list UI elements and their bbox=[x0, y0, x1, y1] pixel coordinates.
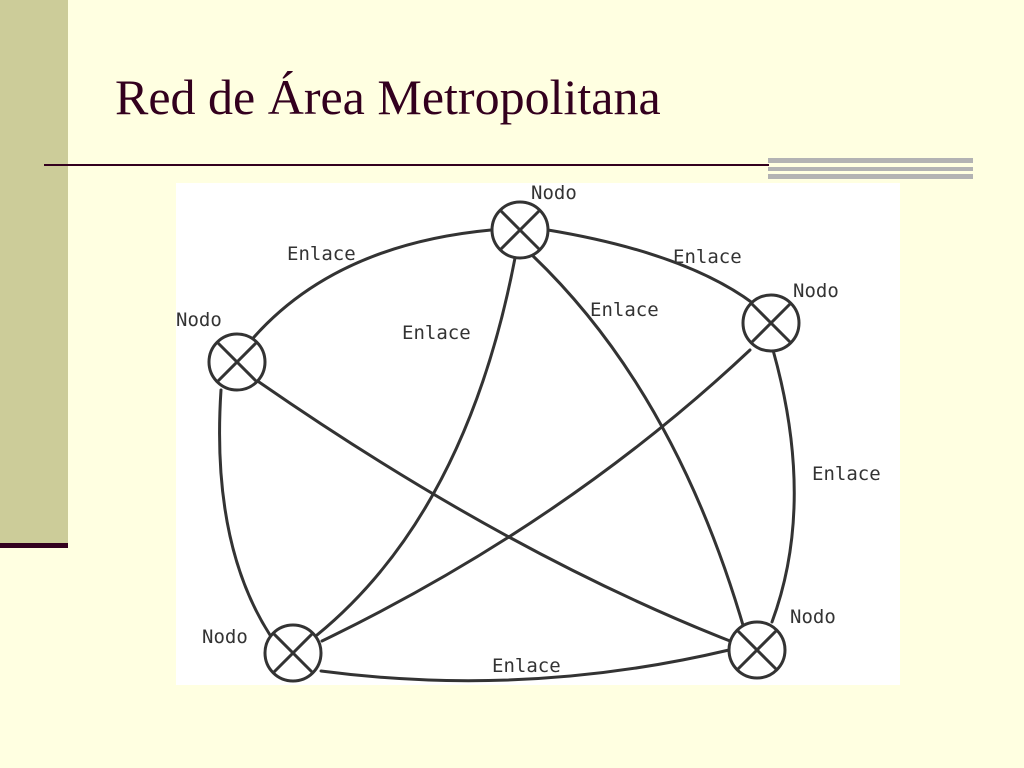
crossed-circle-icon bbox=[735, 628, 779, 672]
crossed-circle-icon bbox=[271, 631, 315, 675]
node-lower-right bbox=[727, 620, 787, 680]
node-top bbox=[490, 200, 550, 260]
node-upper-left-label: Nodo bbox=[176, 309, 222, 331]
accent-stripe-top bbox=[768, 158, 973, 163]
accent-stripe-middle bbox=[768, 167, 973, 171]
link-lower-left-lower-right bbox=[319, 648, 731, 683]
link-top-lower-right-label: Enlace bbox=[590, 299, 659, 321]
link-top-upper-left-label: Enlace bbox=[287, 243, 356, 265]
link-upper-right-lower-right bbox=[770, 348, 796, 624]
node-upper-right-label: Nodo bbox=[793, 280, 839, 302]
node-top-label: Nodo bbox=[531, 183, 577, 204]
link-top-lower-left bbox=[315, 256, 517, 637]
crossed-circle-icon bbox=[215, 340, 259, 384]
title-accent-stripes bbox=[768, 158, 973, 180]
network-diagram: Nodo Nodo Nodo Nodo Nodo Enlace Enlace E… bbox=[176, 183, 900, 685]
link-top-upper-right-label: Enlace bbox=[673, 246, 742, 268]
network-diagram-svg: Nodo Nodo Nodo Nodo Nodo Enlace Enlace E… bbox=[176, 183, 881, 683]
link-top-upper-left bbox=[246, 228, 493, 346]
node-upper-right bbox=[741, 293, 801, 353]
accent-stripe-bottom bbox=[768, 174, 973, 179]
sidebar-decoration bbox=[0, 0, 68, 545]
node-upper-left bbox=[207, 332, 267, 392]
node-lower-right-label: Nodo bbox=[790, 606, 836, 628]
link-upper-right-lower-left bbox=[320, 348, 752, 643]
node-lower-left bbox=[263, 623, 323, 683]
link-upper-left-lower-right bbox=[257, 380, 732, 643]
crossed-circle-icon bbox=[498, 208, 542, 252]
link-upper-left-lower-left bbox=[218, 388, 272, 637]
crossed-circle-icon bbox=[749, 301, 793, 345]
title-divider bbox=[44, 164, 769, 166]
slide-title: Red de Área Metropolitana bbox=[115, 69, 661, 125]
sidebar-underline bbox=[0, 543, 68, 548]
link-top-lower-left-label: Enlace bbox=[402, 322, 471, 344]
node-lower-left-label: Nodo bbox=[202, 626, 248, 648]
link-lower-left-lower-right-label: Enlace bbox=[492, 655, 561, 677]
link-upper-right-lower-right-label: Enlace bbox=[812, 463, 881, 485]
link-top-lower-right bbox=[531, 254, 747, 634]
link-top-upper-right bbox=[546, 228, 756, 306]
